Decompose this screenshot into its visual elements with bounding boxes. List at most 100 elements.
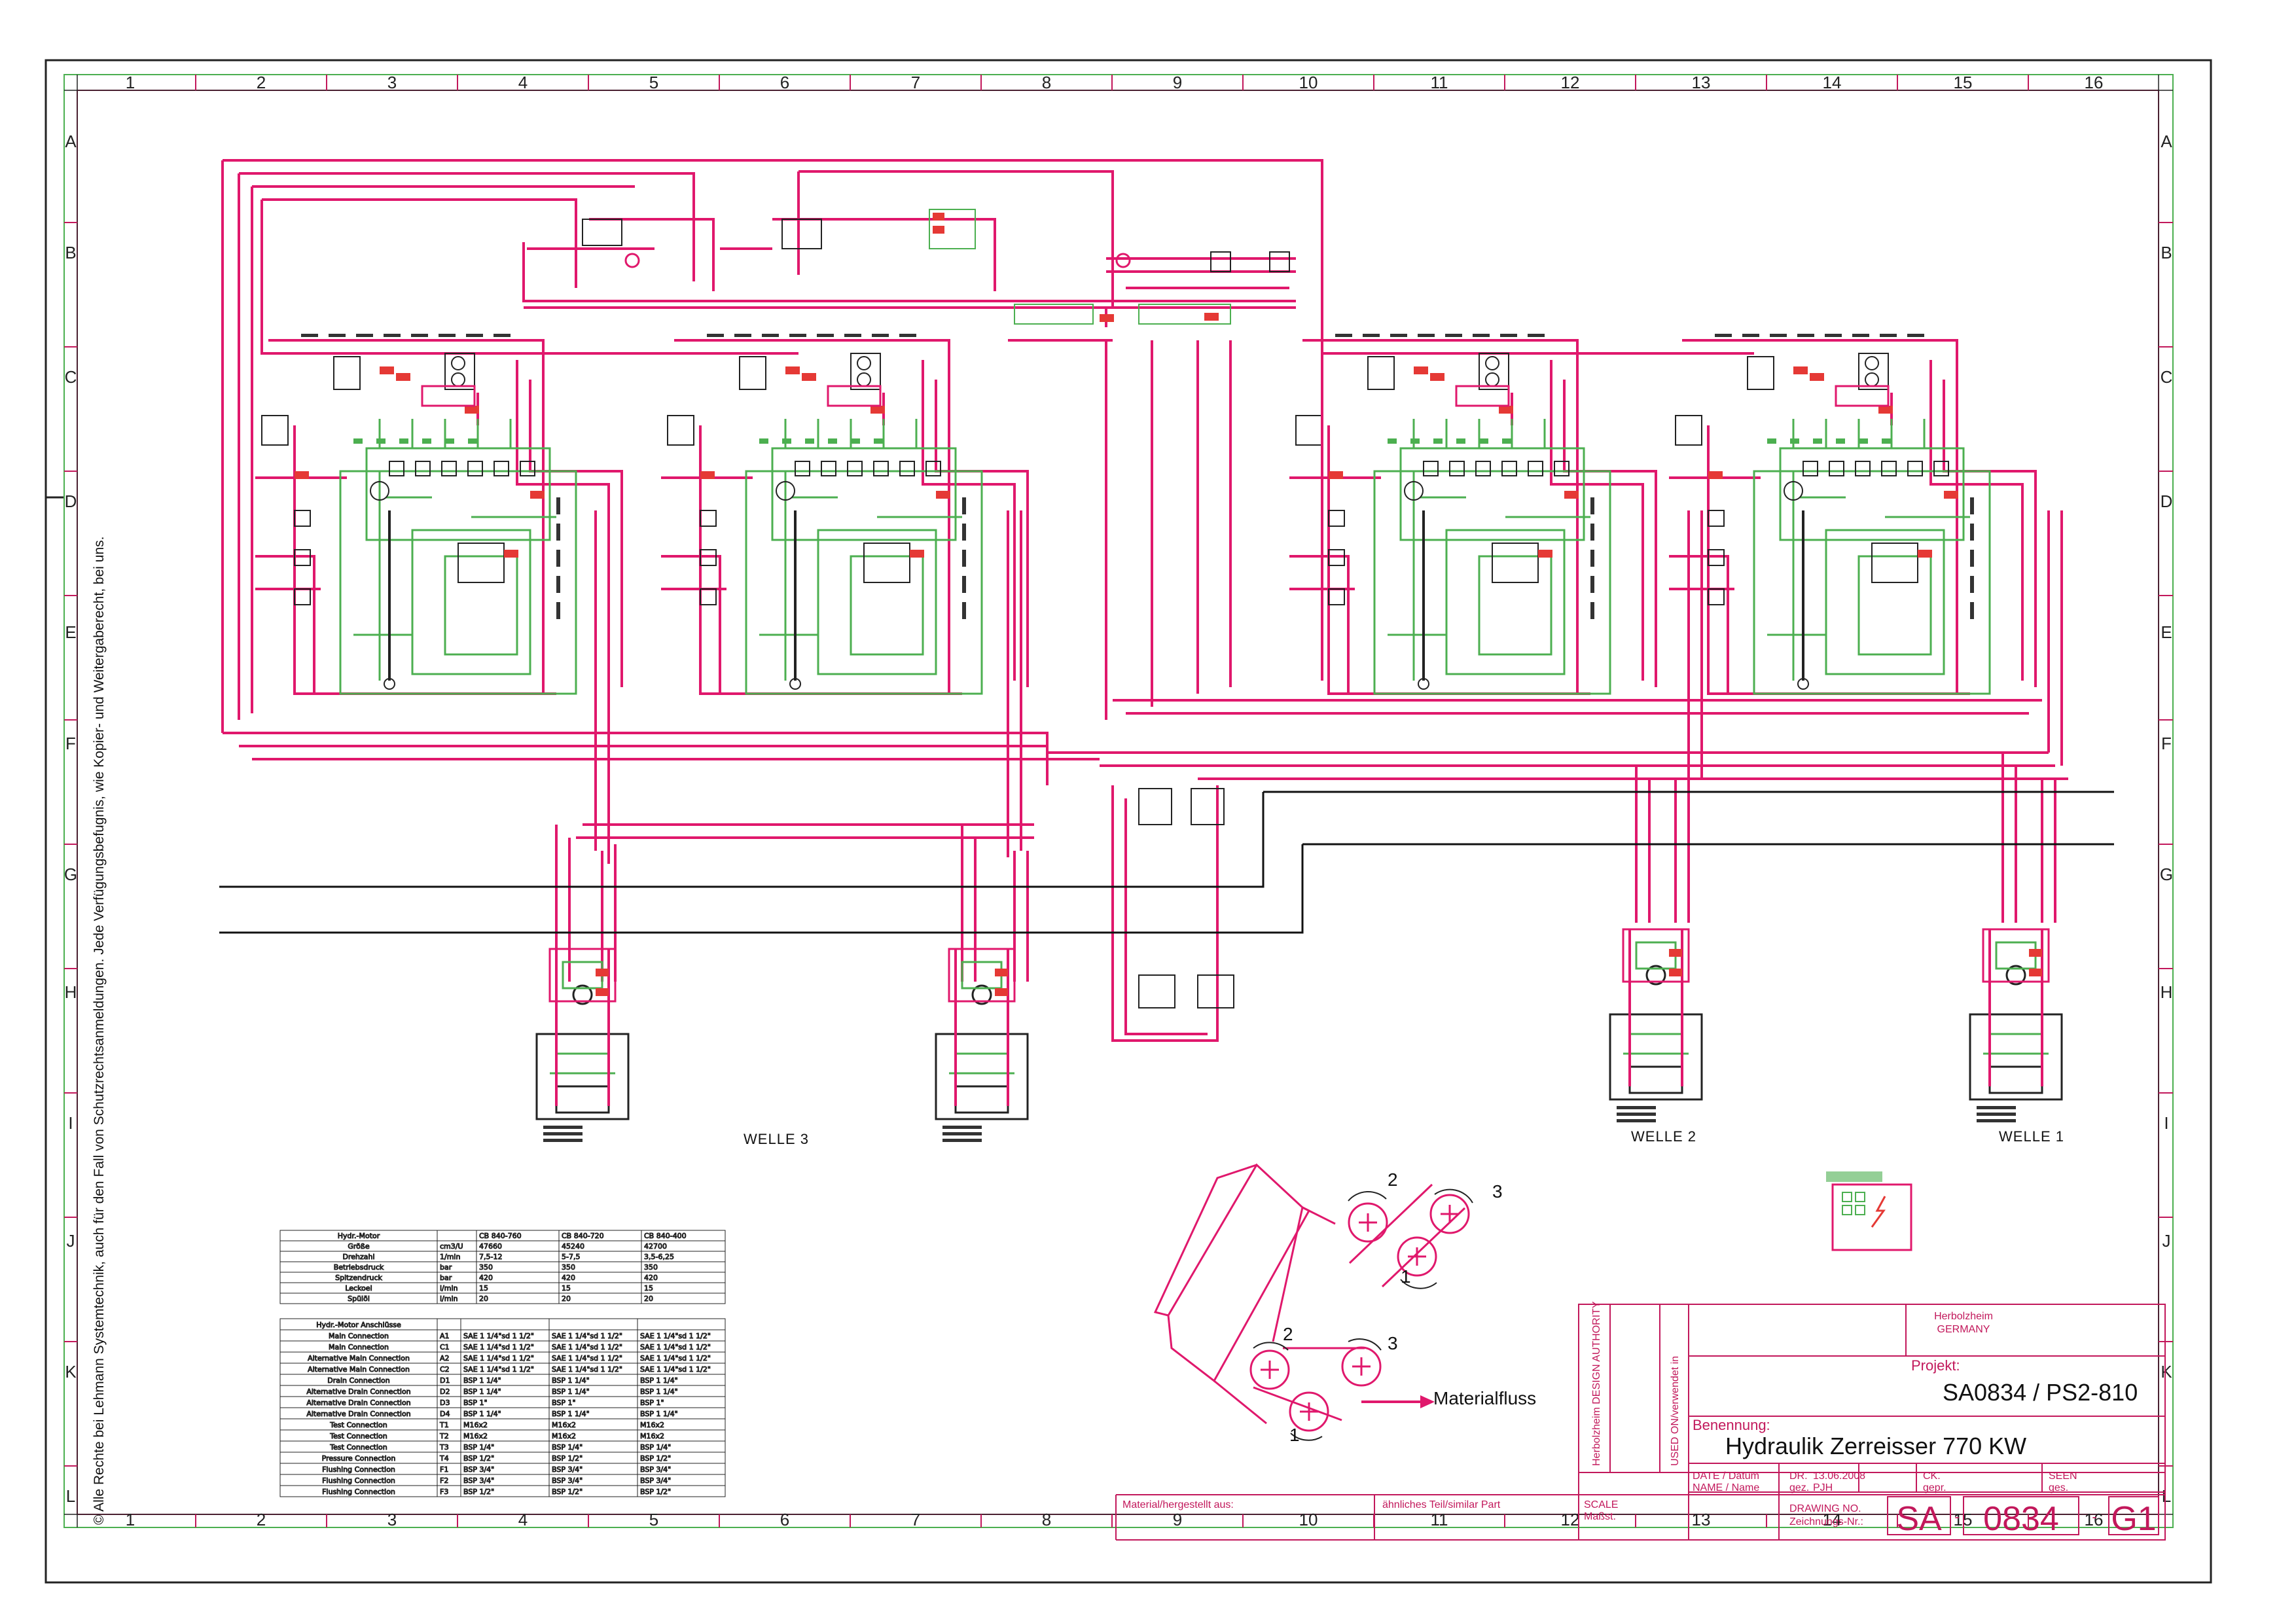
table-cell: Leckoel <box>345 1284 372 1293</box>
dr-date: 13.06.2008 <box>1813 1471 1865 1482</box>
table-cell: 20 <box>562 1294 571 1303</box>
table-cell: 5-7,5 <box>562 1253 580 1261</box>
table-cell: SAE 1 1/4"sd 1 1/2" <box>640 1365 711 1374</box>
table-cell: cm3/U <box>440 1242 463 1251</box>
table-cell: Alternative Main Connection <box>308 1354 410 1363</box>
table-cell: BSP 1" <box>552 1399 576 1407</box>
table-cell: Spülöl <box>348 1294 370 1303</box>
table-cell: SAE 1 1/4"sd 1 1/2" <box>463 1332 534 1340</box>
table-cell: BSP 1/4" <box>463 1443 494 1452</box>
grid-row-label: I <box>2164 1113 2168 1133</box>
grid-column-label: 16 <box>2085 1510 2104 1529</box>
grid-row-label: K <box>65 1362 77 1382</box>
table-cell: M16x2 <box>552 1432 576 1440</box>
title-company-country: GERMANY <box>1937 1324 1990 1335</box>
hydraulic-motor-assembly <box>1969 928 2063 1122</box>
table-cell: BSP 3/4" <box>640 1476 671 1485</box>
table-cell: BSP 1/2" <box>463 1488 494 1496</box>
grid-row-label: B <box>65 243 76 262</box>
projekt-value: SA0834 / PS2-810 <box>1943 1379 2138 1406</box>
svg-text:-: - <box>1954 1508 1959 1525</box>
table-cell: Test Connection <box>329 1421 387 1429</box>
grid-row-label: E <box>2161 622 2172 642</box>
table-cell: M16x2 <box>552 1421 576 1429</box>
grid-row-label: H <box>2161 982 2173 1002</box>
table-cell: 7,5-12 <box>479 1253 502 1261</box>
grid-row-label: F <box>65 734 76 753</box>
grid-column-label: 10 <box>1299 73 1318 92</box>
table-cell: Drain Connection <box>327 1376 390 1385</box>
table-cell: l/min <box>440 1294 458 1303</box>
table-cell: SAE 1 1/4"sd 1 1/2" <box>640 1343 711 1351</box>
table-cell: Main Connection <box>329 1332 389 1340</box>
table-cell: Alternative Drain Connection <box>306 1410 410 1418</box>
grid-row-label: G <box>64 865 77 884</box>
table-cell: 350 <box>562 1263 575 1272</box>
table-cell: 420 <box>479 1274 493 1282</box>
date-label: DATE / Datum <box>1693 1471 1759 1482</box>
grid-column-label: 14 <box>1823 1510 1842 1529</box>
table-cell: C1 <box>440 1343 450 1351</box>
hydraulic-motor-assembly <box>535 948 630 1142</box>
grid-column-label: 16 <box>2085 73 2104 92</box>
table-cell: BSP 1 1/4" <box>640 1376 678 1385</box>
table-cell: SAE 1 1/4"sd 1 1/2" <box>552 1343 622 1351</box>
ck-label: CK. <box>1923 1471 1941 1482</box>
table-cell: Alternative Main Connection <box>308 1365 410 1374</box>
pump-unit <box>661 334 1029 695</box>
table-cell: A2 <box>440 1354 450 1363</box>
dwg-number: 0834 <box>1983 1500 2059 1538</box>
gesehen-label: ges. <box>2049 1482 2068 1493</box>
table-cell: 20 <box>479 1294 488 1303</box>
table-cell: Spitzendruck <box>335 1274 382 1282</box>
hydraulic-motor-assembly <box>935 948 1029 1142</box>
table-cell: D3 <box>440 1399 450 1407</box>
table-cell: BSP 1 1/4" <box>463 1387 501 1396</box>
grid-column-label: 3 <box>387 1510 397 1529</box>
table-cell: BSP 1 1/4" <box>552 1376 590 1385</box>
grid-column-label: 6 <box>780 73 789 92</box>
table-cell: T3 <box>439 1443 449 1452</box>
dwg-prefix: SA <box>1896 1500 1942 1538</box>
table-cell: BSP 1" <box>463 1399 488 1407</box>
table-cell: Flushing Connection <box>322 1465 395 1474</box>
grid-column-label: 13 <box>1692 1510 1711 1529</box>
table-cell: D2 <box>440 1387 450 1396</box>
design-authority-label: Herbolzheim DESIGN AUTHORITY <box>1591 1301 1602 1466</box>
table-cell: SAE 1 1/4"sd 1 1/2" <box>552 1354 622 1363</box>
table-cell: SAE 1 1/4"sd 1 1/2" <box>640 1354 711 1363</box>
grid-column-label: 4 <box>518 73 528 92</box>
grid-column-label: 8 <box>1042 73 1051 92</box>
table-cell: 350 <box>479 1263 493 1272</box>
table-cell: BSP 1 1/4" <box>640 1410 678 1418</box>
table-cell: Drehzahl <box>342 1253 374 1261</box>
material-label: Material/hergestellt aus: <box>1122 1499 1234 1510</box>
legend-box <box>1826 1171 1912 1251</box>
shaft-label-welle-1: WELLE 1 <box>1999 1128 2064 1145</box>
table-cell: CB 840-400 <box>644 1232 687 1240</box>
table-cell: M16x2 <box>463 1432 488 1440</box>
grid-row-label: L <box>66 1486 75 1506</box>
title-company-location: Herbolzheim <box>1934 1311 1993 1322</box>
table-cell: F3 <box>440 1488 448 1496</box>
grid-column-label: 2 <box>257 1510 266 1529</box>
table-cell: M16x2 <box>463 1421 488 1429</box>
table-cell: BSP 3/4" <box>552 1465 583 1474</box>
grid-column-label: 15 <box>1954 73 1973 92</box>
roller-number: 1 <box>1401 1266 1411 1287</box>
grid-row-label: A <box>2161 132 2172 151</box>
table-cell: BSP 1 1/4" <box>463 1376 501 1385</box>
table-cell: 350 <box>644 1263 658 1272</box>
table-cell: 420 <box>562 1274 575 1282</box>
roller-number: 1 <box>1289 1425 1300 1445</box>
grid-column-label: 7 <box>911 73 920 92</box>
seen-label: SEEN <box>2049 1471 2077 1482</box>
gez-name: PJH <box>1813 1482 1833 1493</box>
grid-column-label: 5 <box>649 73 658 92</box>
grid-column-label: 9 <box>1173 1510 1182 1529</box>
table-cell: SAE 1 1/4"sd 1 1/2" <box>463 1354 534 1363</box>
scale-label: SCALE <box>1584 1499 1618 1510</box>
table-cell: BSP 1 1/4" <box>552 1410 590 1418</box>
